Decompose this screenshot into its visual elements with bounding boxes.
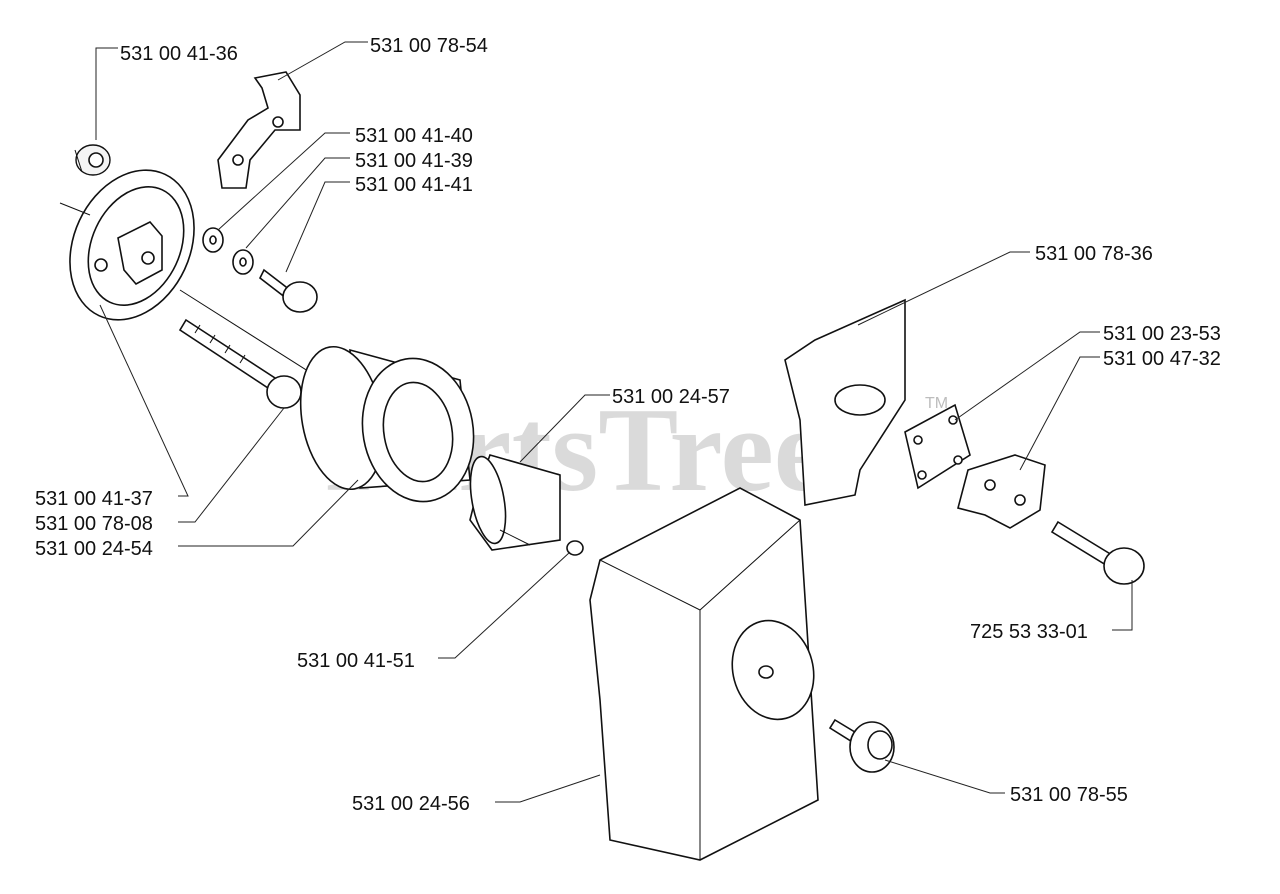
screw-part <box>258 268 318 313</box>
label-531-00-24-54: 531 00 24-54 <box>35 538 153 560</box>
label-531-00-41-41: 531 00 41-41 <box>355 174 473 196</box>
leader-lines <box>95 41 1133 803</box>
long-bolt-part <box>178 318 302 409</box>
watermark-tm: TM <box>925 395 948 412</box>
label-531-00-47-32: 531 00 47-32 <box>1103 348 1221 370</box>
knob-bolt-part <box>828 718 895 773</box>
flange-bolt-part <box>1050 520 1145 585</box>
label-531-00-23-53: 531 00 23-53 <box>1103 323 1221 345</box>
cover-part <box>589 487 819 861</box>
label-531-00-41-40: 531 00 41-40 <box>355 125 473 147</box>
washer-part-1 <box>202 227 224 253</box>
bracket-part <box>217 71 301 189</box>
label-531-00-78-36: 531 00 78-36 <box>1035 243 1153 265</box>
roller-part <box>299 345 475 503</box>
label-725-53-33-01: 725 53 33-01 <box>970 621 1088 643</box>
label-531-00-41-39: 531 00 41-39 <box>355 150 473 172</box>
label-531-00-41-51: 531 00 41-51 <box>297 650 415 672</box>
washer-part-2 <box>232 249 254 275</box>
nut-part <box>74 144 111 176</box>
label-531-00-78-08: 531 00 78-08 <box>35 513 153 535</box>
label-531-00-41-37: 531 00 41-37 <box>35 488 153 510</box>
label-531-00-24-56: 531 00 24-56 <box>352 793 470 815</box>
sleeve-part <box>469 454 561 551</box>
pin-part <box>566 540 584 556</box>
part-labels: 531 00 41-36 531 00 78-54 531 00 41-40 5… <box>35 35 1221 815</box>
label-531-00-41-36: 531 00 41-36 <box>120 43 238 65</box>
axis-line <box>179 289 331 386</box>
label-531-00-24-57: 531 00 24-57 <box>612 386 730 408</box>
label-531-00-78-54: 531 00 78-54 <box>370 35 488 57</box>
plate-part <box>784 298 906 506</box>
flywheel-plate-part <box>59 169 195 321</box>
mount-bracket-part <box>957 454 1046 529</box>
gasket-part <box>904 403 971 490</box>
label-531-00-78-55: 531 00 78-55 <box>1010 784 1128 806</box>
